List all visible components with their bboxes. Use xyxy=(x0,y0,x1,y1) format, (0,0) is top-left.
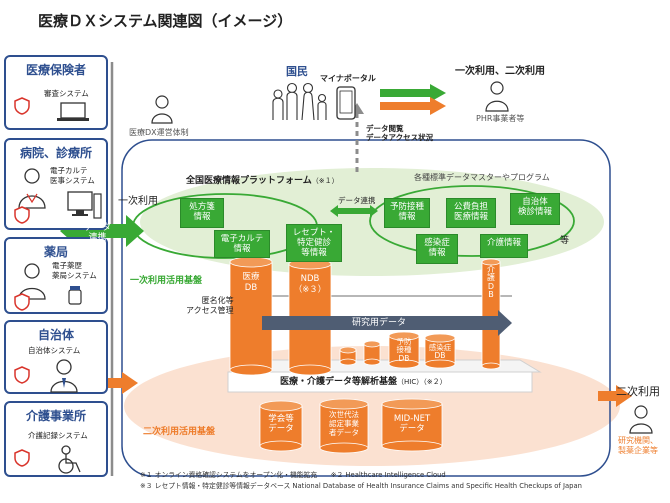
analysis-base-label: 医療・介護データ等解析基盤（HIC）（※２） xyxy=(280,377,447,387)
pharmacy-header: 薬局 xyxy=(43,245,68,259)
care-info-card: 介護情報 xyxy=(480,234,528,258)
insurer-header: 医療保険者 xyxy=(25,63,86,77)
municipality-header: 自治体 xyxy=(37,328,74,342)
hospital-box: 病院、診療所 電子カルテ 医事システム xyxy=(4,138,108,230)
medicine-bottle-icon xyxy=(68,286,82,305)
family-icon xyxy=(272,82,327,121)
laptop-icon xyxy=(57,102,89,121)
receipt-checkup-info-card: レセプト・ 特定健診 等情報 xyxy=(286,224,342,262)
infectious-db-label: 感染症 DB xyxy=(428,343,452,361)
platform-title-text: 全国医療情報プラットフォーム xyxy=(186,176,312,186)
etc-label: 等 xyxy=(560,236,570,246)
shield-icon xyxy=(14,97,30,115)
next-gen-data-label: 次世代法 認定事業 者データ xyxy=(329,410,359,437)
citizen-label: 国民 xyxy=(286,65,308,78)
research-institutions-label: 研究機関、 製薬企業等 xyxy=(618,436,658,455)
phr-person-icon xyxy=(485,81,509,112)
platform-title: 全国医療情報プラットフォーム（※１） xyxy=(186,176,339,186)
official-person-icon xyxy=(50,359,78,393)
smartphone-icon xyxy=(336,86,356,120)
municipality-box: 自治体 自治体システム xyxy=(4,320,108,394)
shield-icon xyxy=(14,449,30,467)
primary-use-label: 一次利用 xyxy=(118,196,158,207)
pharmacy-system-label: 薬局システム xyxy=(52,271,97,280)
shield-icon xyxy=(14,206,30,224)
footnote-1: ※１ オンライン資格確認システムをオープン化・機能拡充 ※２ Healthcar… xyxy=(140,471,446,479)
vaccine-db-label: 予防 接種 DB xyxy=(396,337,412,363)
secondary-base-label: 二次利用活用基盤 xyxy=(143,427,216,437)
data-view-label: データ閲覧 データアクセス状況 xyxy=(366,124,434,143)
doctor-icon xyxy=(18,168,46,209)
page-title: 医療ＤＸシステム関連図（イメージ） xyxy=(38,12,293,30)
operator-label: 医療DX運営体制 xyxy=(129,128,189,137)
municipality-system-label: 自治体システム xyxy=(28,346,81,355)
footnote-2: ※３ レセプト情報・特定健診等情報データベース National Databas… xyxy=(140,482,582,490)
care-office-box: 介護事業所 介護記録システム xyxy=(4,401,108,477)
prescription-info-card: 処方箋 情報 xyxy=(180,198,224,228)
desktop-computer-icon xyxy=(67,191,102,219)
ehr-info-card: 電子カルテ 情報 xyxy=(214,230,270,258)
ehr-label: 電子カルテ xyxy=(50,166,88,175)
academic-data-label: 学会等 データ xyxy=(268,414,294,435)
ndb-label: NDB （※３） xyxy=(293,274,327,295)
shield-icon xyxy=(14,366,30,384)
secondary-use-label: 二次利用 xyxy=(616,385,660,398)
shield-icon xyxy=(14,293,30,311)
insurer-system-label: 審査システム xyxy=(44,89,89,98)
operator-person-icon xyxy=(151,95,173,124)
phr-label: PHR事業者等 xyxy=(476,114,525,123)
researcher-person-icon xyxy=(629,405,653,434)
platform-note: （※１） xyxy=(311,177,339,185)
pseudonym-label: 匿名化等 アクセス管理 xyxy=(186,296,234,315)
mynaportal-label: マイナポータル xyxy=(320,74,376,83)
insurer-box: 医療保険者 審査システム xyxy=(4,55,108,130)
research-data-label: 研究用データ xyxy=(352,318,407,328)
primary-base-label: 一次利用活用基盤 xyxy=(130,276,203,286)
analysis-base-text: 医療・介護データ等解析基盤 xyxy=(280,377,398,387)
care-record-system-label: 介護記録システム xyxy=(28,431,88,440)
standard-master-label: 各種標準データマスターやプログラム xyxy=(414,173,550,182)
vaccination-info-card: 予防接種 情報 xyxy=(384,198,430,228)
medical-affairs-label: 医事システム xyxy=(50,176,95,185)
mid-net-data-label: MID-NET データ xyxy=(393,414,431,435)
care-office-header: 介護事業所 xyxy=(25,409,86,423)
pharmacy-box: 薬局 電子薬歴 薬局システム xyxy=(4,237,108,314)
medical-db-label: 医療 DB xyxy=(242,272,260,293)
primary-secondary-use-label: 一次利用、二次利用 xyxy=(455,66,545,77)
infectious-disease-info-card: 感染症 情報 xyxy=(416,234,458,264)
e-drug-history-label: 電子薬歴 xyxy=(52,261,82,270)
hic-note: （HIC）（※２） xyxy=(397,378,447,386)
public-expense-info-card: 公費負担 医療情報 xyxy=(446,198,496,228)
hospital-header: 病院、診療所 xyxy=(19,146,92,160)
data-link-left-label: データ 連携 xyxy=(84,223,112,244)
data-link-mid-label: データ連携 xyxy=(338,196,376,205)
care-db-label: 介 護 D B xyxy=(487,265,495,300)
wheelchair-icon xyxy=(58,445,81,474)
municipal-checkup-info-card: 自治体 検診情報 xyxy=(510,193,560,225)
